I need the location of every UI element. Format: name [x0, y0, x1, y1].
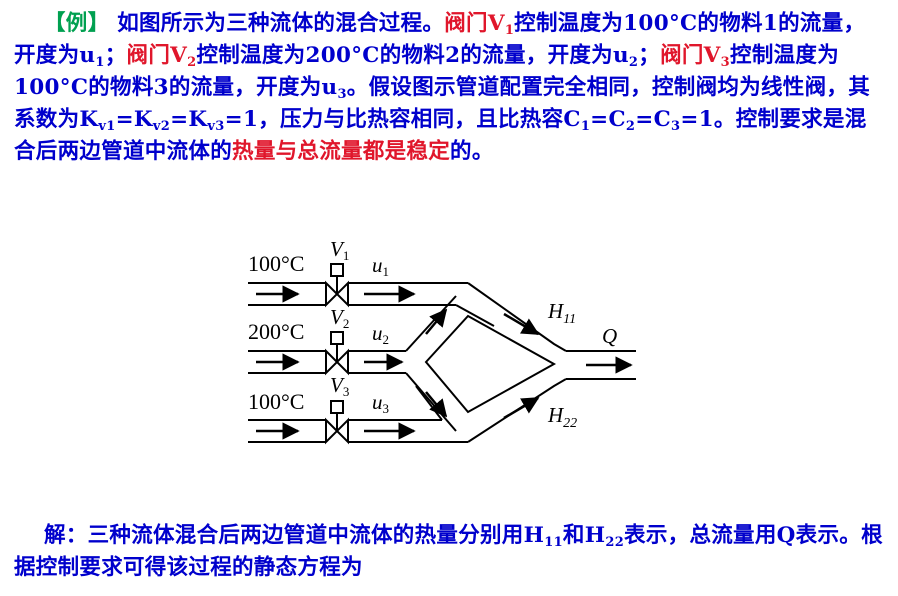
- valve2-label: 阀门V: [126, 43, 188, 68]
- h11-sub: 11: [544, 535, 563, 550]
- inlet-pipe-1: [248, 282, 567, 352]
- c1-sub: 1: [580, 119, 591, 134]
- heat-label-h22: H22: [547, 403, 577, 431]
- u2-sub: 2: [628, 55, 639, 70]
- valve1-sub: 1: [504, 23, 515, 38]
- kv2-sub: v2: [152, 119, 171, 134]
- flow-arrow-down: [425, 391, 448, 418]
- solution-text-1: 解：三种流体混合后两边管道中流体的热量分别用H: [44, 523, 545, 548]
- flow-arrow-up: [425, 308, 448, 335]
- valve-label-v2: V2: [330, 305, 349, 331]
- u3-sub: 3: [337, 87, 347, 102]
- opening-label-u1: u1: [372, 253, 389, 279]
- temp-label-1: 100°C: [248, 251, 304, 276]
- kv3-sub: v3: [207, 119, 225, 134]
- control-goal-highlight: 热量与总流量都是稳定: [232, 139, 451, 164]
- valve3-sub: 3: [720, 55, 731, 70]
- intro-text-8: =1，压力与比热容相同，且比热容C: [224, 107, 581, 132]
- valve-v2-icon: [325, 331, 349, 376]
- intro-text-5: ；: [638, 43, 661, 68]
- intro-text-10: 的。: [450, 139, 494, 164]
- intro-text-3: ；: [104, 43, 127, 68]
- valve-label-v3: V3: [330, 373, 349, 399]
- valve1-label: 阀门V: [444, 11, 505, 36]
- mixing-process-diagram: 100°C 200°C 100°C V1 V2 V3 u1 u2 u3 H11 …: [248, 237, 636, 445]
- flow-arrow-h11: [503, 312, 540, 336]
- eq-1: =K: [115, 107, 153, 132]
- u1-sub: 1: [95, 55, 105, 70]
- intro-text-6: 控制温度为100°C的物料3的流量，开度为u: [14, 43, 840, 100]
- eq-3: =C: [590, 107, 626, 132]
- c2-sub: 2: [625, 119, 636, 134]
- outlet-pipe: [566, 350, 636, 380]
- valve-v3-icon: [325, 400, 349, 445]
- c3-sub: 3: [671, 119, 681, 134]
- valve1-highlight: 阀门V1: [444, 11, 515, 38]
- intro-text-9: =1。控制要求是混合后两边管道中流体的: [14, 107, 867, 164]
- solution-text-2: 和H: [562, 523, 606, 548]
- example-tag: 【例】: [44, 11, 110, 36]
- intro-text-2: 控制温度为100°C的物料1的流量，开度为u: [14, 11, 866, 68]
- kv1-sub: v1: [98, 119, 116, 134]
- h22-sub: 22: [605, 535, 625, 550]
- valve-v1-icon: [325, 263, 349, 308]
- solution-text-3: 表示，总流量用Q表示。根据控制要求可得该过程的静态方程为: [14, 523, 883, 580]
- valve3-label: 阀门V: [660, 43, 721, 68]
- eq-2: =K: [170, 107, 208, 132]
- valve3-highlight: 阀门V3: [660, 43, 731, 70]
- temp-label-2: 200°C: [248, 319, 304, 344]
- flow-label-q: Q: [602, 324, 617, 348]
- valve2-highlight: 阀门V2: [126, 43, 197, 70]
- inlet-pipe-3: [248, 378, 567, 443]
- opening-label-u3: u3: [372, 390, 389, 416]
- opening-label-u2: u2: [372, 321, 389, 347]
- intro-text-1: 如图所示为三种流体的混合过程。: [117, 11, 445, 36]
- valve-label-v1: V1: [330, 237, 349, 263]
- heat-label-h11: H11: [547, 299, 576, 327]
- problem-statement: 【例】 如图所示为三种流体的混合过程。阀门V1控制温度为100°C的物料1的流量…: [14, 8, 886, 168]
- eq-4: =C: [635, 107, 671, 132]
- valve2-sub: 2: [187, 55, 197, 70]
- temp-label-3: 100°C: [248, 389, 304, 414]
- intro-text-4: 控制温度为200°C的物料2的流量，开度为u: [196, 43, 629, 68]
- mixing-loop: [424, 314, 557, 414]
- flow-arrow-h22: [503, 396, 540, 420]
- intro-text-7: 。假设图示管道配置完全相同，控制阀均为线性阀，其系数为K: [14, 75, 870, 132]
- solution-text: 解：三种流体混合后两边管道中流体的热量分别用H11和H22表示，总流量用Q表示。…: [14, 520, 886, 584]
